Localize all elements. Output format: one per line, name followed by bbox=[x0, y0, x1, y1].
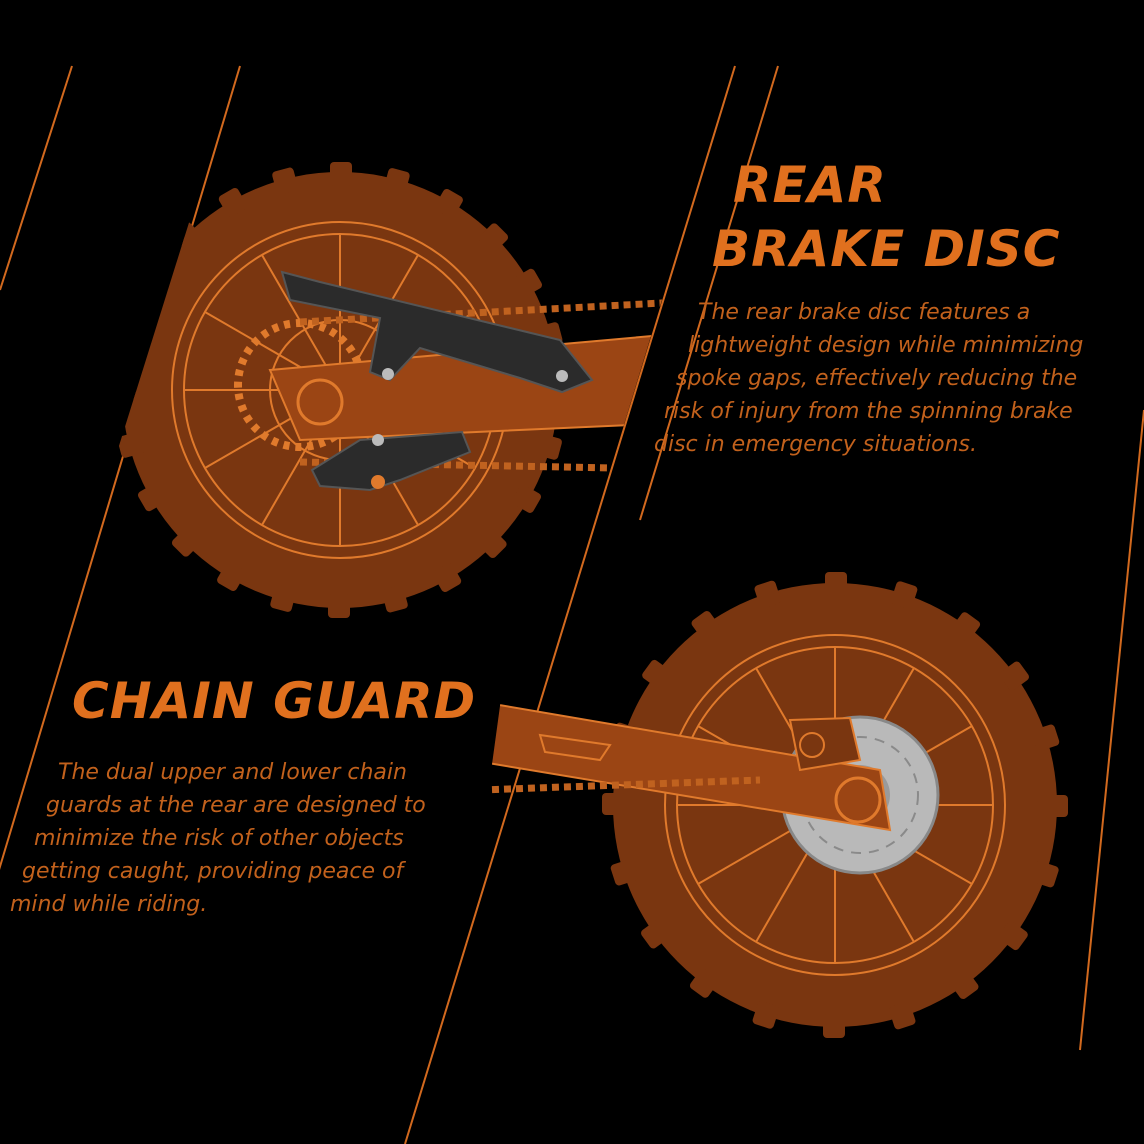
rear-brake-heading-line1: REAR bbox=[733, 156, 887, 214]
lower-chain-guard bbox=[310, 430, 472, 492]
wheel-with-chain-guard-icon bbox=[112, 162, 735, 618]
diagonal-line bbox=[0, 65, 73, 291]
description-line: The rear brake disc features a bbox=[698, 300, 1031, 325]
description-line: spoke gaps, effectively reducing the bbox=[676, 366, 1078, 391]
description-line: getting caught, providing peace of bbox=[22, 859, 404, 884]
diagonal-lines bbox=[0, 65, 1144, 1144]
rear-brake-heading-line2: BRAKE DISC bbox=[712, 220, 1061, 278]
diagonal-line bbox=[404, 65, 736, 1144]
description-line: lightweight design while minimizing bbox=[688, 333, 1084, 358]
chain-guard-description: The dual upper and lower chain guards at… bbox=[0, 756, 426, 921]
description-line: risk of injury from the spinning brake bbox=[664, 399, 1073, 424]
wheel-with-brake-disc-icon bbox=[469, 572, 1068, 1038]
description-line: guards at the rear are designed to bbox=[46, 793, 426, 818]
diagonal-line bbox=[1079, 409, 1144, 1051]
rear-brake-description: The rear brake disc features a lightweig… bbox=[0, 296, 1083, 461]
upper-chain-guard bbox=[280, 270, 594, 394]
description-line: The dual upper and lower chain bbox=[58, 760, 407, 785]
chain-guard-heading: CHAIN GUARD bbox=[72, 672, 477, 730]
diagonal-line bbox=[639, 65, 779, 521]
description-line: disc in emergency situations. bbox=[654, 432, 977, 457]
diagonal-line bbox=[0, 65, 241, 871]
description-line: mind while riding. bbox=[10, 892, 208, 917]
description-line: minimize the risk of other objects bbox=[34, 826, 404, 851]
